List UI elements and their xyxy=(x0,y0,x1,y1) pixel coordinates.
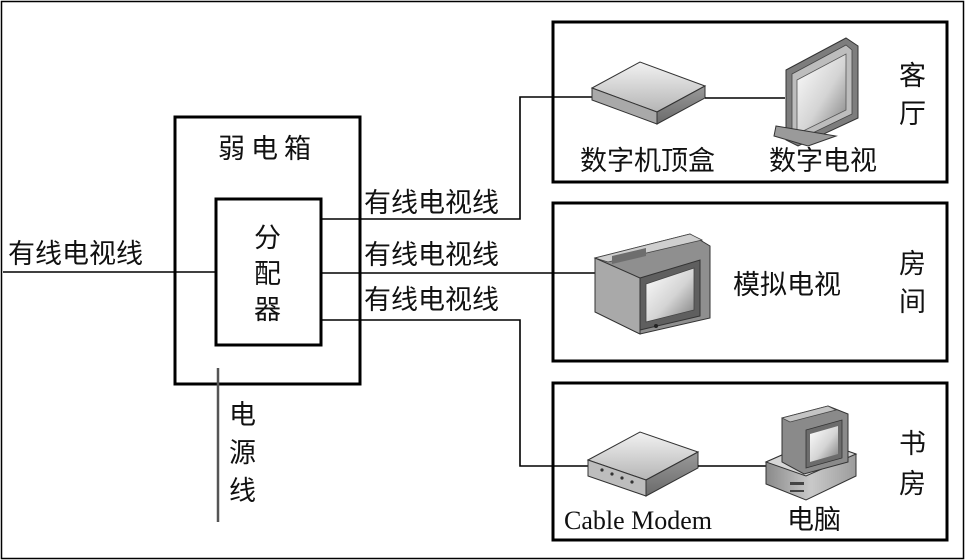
living-room-name-2: 厅 xyxy=(899,99,926,130)
device-label-computer: 电脑 xyxy=(787,505,841,536)
analog-tv-icon xyxy=(593,233,711,335)
computer-icon xyxy=(764,405,858,501)
bedroom-name-1: 房 xyxy=(899,249,926,280)
cable-to-cable-modem xyxy=(321,319,592,467)
device-label-digital-tv: 数字电视 xyxy=(769,146,877,177)
splitter-label-1: 分 xyxy=(254,223,281,254)
device-label-analog-tv: 模拟电视 xyxy=(733,270,841,301)
cable-modem-icon xyxy=(586,431,700,497)
power-line-label-3: 线 xyxy=(229,476,256,507)
living-room-name-1: 客 xyxy=(899,61,926,92)
settop-box-icon xyxy=(590,61,707,125)
study-box xyxy=(551,381,949,542)
living-room-box xyxy=(551,20,949,184)
out-cable-label-2: 有线电视线 xyxy=(364,240,499,271)
digital-tv-icon xyxy=(773,37,859,147)
bedroom-name-2: 间 xyxy=(899,287,926,318)
device-label-settop-box: 数字机顶盒 xyxy=(580,146,715,177)
out-cable-label-3: 有线电视线 xyxy=(364,285,499,316)
device-label-cable-modem: Cable Modem xyxy=(564,506,712,535)
input-cable-label: 有线电视线 xyxy=(8,239,143,270)
study-name-2: 房 xyxy=(899,469,926,500)
power-line-label-1: 电 xyxy=(229,400,256,431)
out-cable-label-1: 有线电视线 xyxy=(364,188,499,219)
power-line-label-2: 源 xyxy=(229,438,256,469)
weak-current-box xyxy=(173,115,362,386)
bedroom-box xyxy=(551,201,949,363)
cable-to-settop-box xyxy=(321,96,595,220)
splitter-label-2: 配 xyxy=(254,259,281,290)
weak-current-box-label: 弱电箱 xyxy=(218,134,317,165)
study-name-1: 书 xyxy=(899,429,926,460)
splitter-label-3: 器 xyxy=(254,295,281,326)
